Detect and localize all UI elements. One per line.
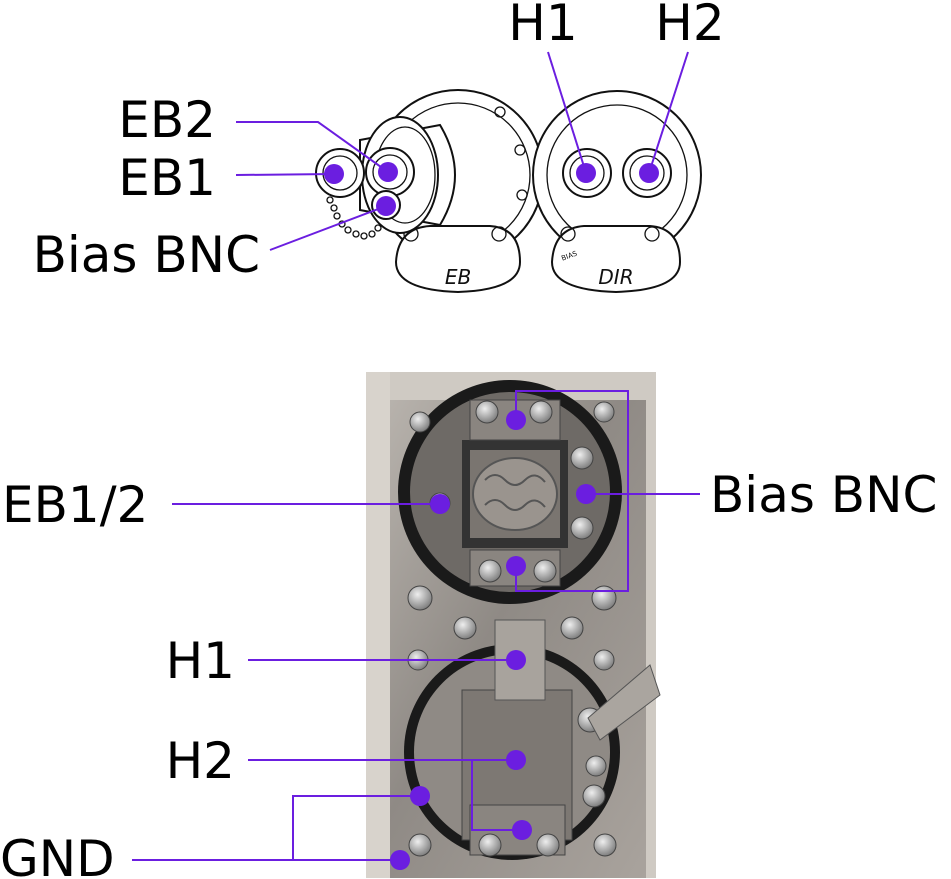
eb1-marker — [324, 164, 344, 184]
bottom-leaders — [132, 390, 700, 870]
label-eb2: EB2 — [118, 91, 216, 149]
label-h1-top: H1 — [508, 0, 577, 52]
label-eb12: EB1/2 — [2, 476, 148, 534]
label-eb1: EB1 — [118, 149, 216, 207]
label-bias-bnc-top: Bias BNC — [33, 226, 260, 284]
label-h2-bottom: H2 — [166, 732, 235, 790]
gnd-marker-a — [410, 786, 430, 806]
bias-bnc-marker-c — [506, 556, 526, 576]
bias-bnc-marker-a — [506, 410, 526, 430]
eb2-marker — [378, 162, 398, 182]
h2-bottom-marker-b — [512, 820, 532, 840]
label-h1-bottom: H1 — [166, 632, 235, 690]
label-bias-bnc-bottom: Bias BNC — [710, 466, 937, 524]
bias-bnc-marker — [376, 196, 396, 216]
dir-tag — [550, 225, 682, 294]
top-leaders — [235, 51, 689, 251]
h1-bottom-marker — [506, 650, 526, 670]
bias-bnc-marker-b — [576, 484, 596, 504]
connector-line-drawing: EB DIR BIAS — [315, 89, 702, 294]
h2-bottom-marker-a — [506, 750, 526, 770]
label-h2-top: H2 — [655, 0, 724, 52]
h1-marker — [576, 163, 596, 183]
dir-tag-label: DIR — [598, 265, 633, 289]
hardware-photo — [366, 372, 661, 878]
eb-tag-label: EB — [445, 265, 471, 289]
eb12-marker — [430, 494, 450, 514]
gnd-marker-b — [390, 850, 410, 870]
h2-marker — [639, 163, 659, 183]
label-gnd: GND — [0, 830, 115, 879]
eb-tag — [394, 225, 522, 294]
chain — [326, 196, 382, 240]
